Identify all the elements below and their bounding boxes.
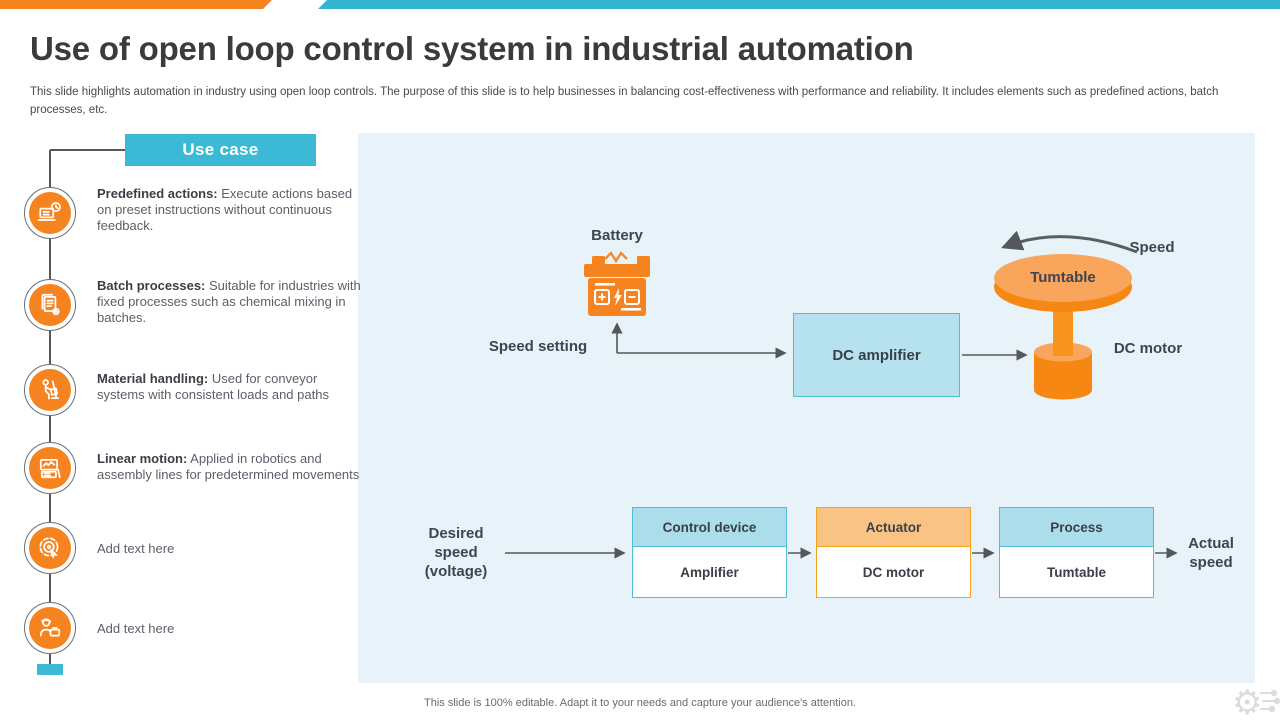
use-case-item-icon (24, 279, 76, 331)
item-body: Add text here (97, 541, 175, 556)
documents-gear-icon (29, 284, 71, 326)
top-accent-bar-teal (318, 0, 1280, 9)
page-subtitle: This slide highlights automation in indu… (30, 86, 1219, 116)
use-case-item-icon (24, 364, 76, 416)
item-body: Execute actions based on preset instruct… (97, 186, 353, 233)
flow-box-control-device: Control device Amplifier (632, 507, 787, 598)
item-body: Suitable for industries with fixed proce… (97, 278, 361, 325)
item-lead: Linear motion: (97, 451, 188, 466)
use-case-item-text: Add text here (97, 621, 365, 637)
worker-toolbox-icon (29, 607, 71, 649)
footer-note: This slide is 100% editable. Adapt it to… (424, 697, 856, 709)
speed-setting-label: Speed setting (488, 338, 588, 355)
use-case-header: Use case (125, 134, 316, 166)
flow-box-body: DC motor (816, 546, 971, 598)
use-case-item-icon (24, 522, 76, 574)
desired-speed-label: Desired speed (voltage) (400, 524, 512, 581)
item-lead: Batch processes: (97, 278, 206, 293)
logo-gear-icon: ⚙ (1232, 683, 1280, 720)
use-case-item-icon (24, 602, 76, 654)
label-line: Actual (1188, 535, 1234, 552)
item-lead: Material handling: (97, 371, 209, 386)
label-line: Desired (428, 525, 484, 542)
item-body: Used for conveyor systems with consisten… (97, 371, 329, 402)
use-case-item-text: Material handling: Used for conveyor sys… (97, 371, 365, 403)
use-case-item-icon (24, 442, 76, 494)
flow-box-body: Amplifier (632, 546, 787, 598)
use-case-item-text: Predefined actions: Execute actions base… (97, 186, 365, 234)
label-line: speed (434, 544, 478, 561)
label-line: (voltage) (424, 563, 488, 580)
use-case-item-text: Batch processes: Suitable for industries… (97, 278, 365, 326)
svg-text:⚙: ⚙ (1232, 683, 1262, 720)
timeline-elbow-line (50, 149, 125, 151)
laptop-clock-icon (29, 192, 71, 234)
flow-box-header: Actuator (816, 507, 971, 546)
speed-label: Speed (1129, 239, 1175, 256)
material-handling-icon (29, 369, 71, 411)
flow-box-header: Control device (632, 507, 787, 546)
item-body: Add text here (97, 621, 175, 636)
turntable-label: Tumtable (1030, 269, 1096, 286)
linear-motion-icon (29, 447, 71, 489)
flow-box-process: Process Tumtable (999, 507, 1154, 598)
actual-speed-label: Actual speed (1180, 534, 1242, 572)
flow-box-body: Tumtable (999, 546, 1154, 598)
top-accent-bar-orange (0, 0, 272, 9)
dc-motor-label: DC motor (1113, 340, 1183, 357)
item-lead: Predefined actions: (97, 186, 218, 201)
use-case-item-text: Add text here (97, 541, 365, 557)
flow-box-header: Process (999, 507, 1154, 546)
use-case-item-icon (24, 187, 76, 239)
item-body: Applied in robotics and assembly lines f… (97, 451, 360, 482)
timeline-end-cap (37, 664, 63, 675)
target-click-icon (29, 527, 71, 569)
label-line: speed (1189, 554, 1233, 571)
use-case-item-text: Linear motion: Applied in robotics and a… (97, 451, 365, 483)
dc-amplifier-box: DC amplifier (793, 313, 960, 397)
page-title: Use of open loop control system in indus… (30, 30, 914, 67)
battery-label: Battery (591, 227, 643, 244)
flow-box-actuator: Actuator DC motor (816, 507, 971, 598)
diagram-panel (358, 133, 1255, 683)
